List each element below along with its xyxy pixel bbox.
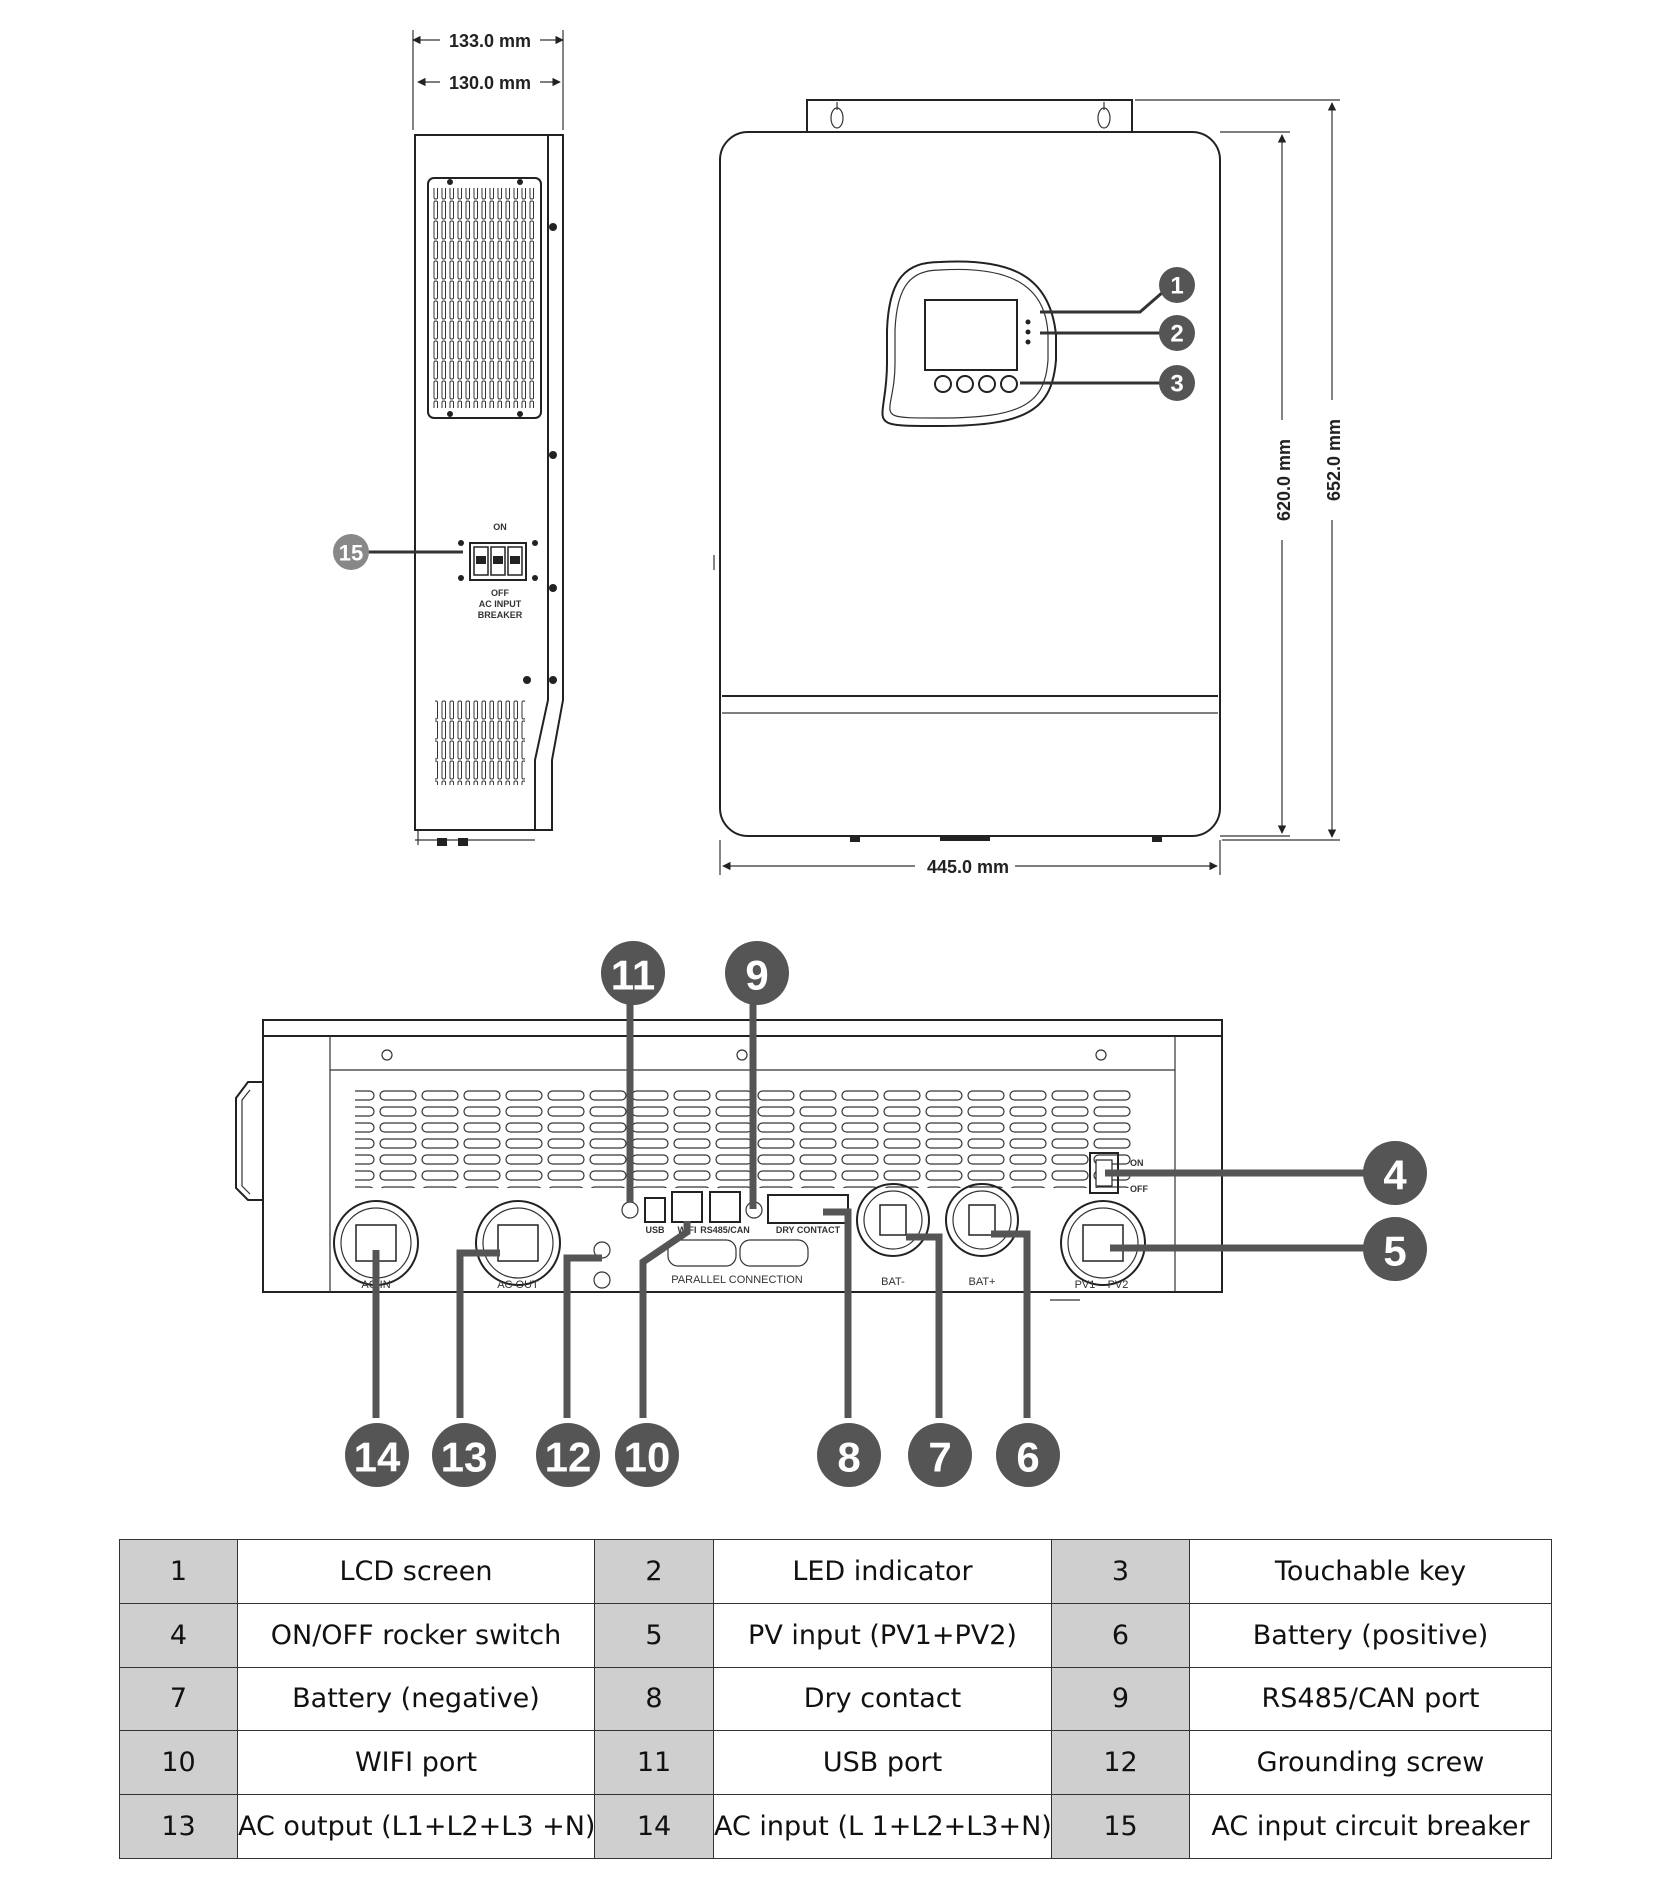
side-view: 133.0 mm 130.0 mm ON	[412, 28, 564, 846]
legend-number: 7	[119, 1666, 238, 1732]
legend-number: 6	[1051, 1602, 1190, 1668]
legend-label: Grounding screw	[1189, 1730, 1552, 1796]
legend-label: Dry contact	[713, 1666, 1052, 1732]
legend-number: 1	[119, 1539, 238, 1604]
legend-number: 3	[1051, 1539, 1190, 1604]
leader-lines	[352, 283, 1375, 1418]
legend-number: 15	[1051, 1794, 1190, 1859]
breaker-caption-line1: AC INPUT	[479, 599, 522, 609]
callout-3: 3	[1159, 365, 1195, 401]
svg-text:14: 14	[354, 1434, 401, 1481]
callout-15: 15	[333, 534, 369, 570]
legend-row: 13 AC output (L1+L2+L3 +N) 14 AC input (…	[119, 1794, 1552, 1859]
legend-row: 10 WIFI port 11 USB port 12 Grounding sc…	[119, 1730, 1552, 1796]
legend-label: AC input (L 1+L2+L3+N)	[713, 1794, 1052, 1859]
callout-5: 5	[1363, 1217, 1427, 1281]
breaker-on-label: ON	[493, 522, 507, 532]
svg-text:15: 15	[339, 541, 363, 566]
side-depth-inner-dimension: 130.0 mm	[449, 73, 531, 93]
callout-8: 8	[817, 1423, 881, 1487]
callout-12: 12	[536, 1423, 600, 1487]
svg-text:6: 6	[1016, 1434, 1039, 1481]
breaker-caption-line2: BREAKER	[478, 610, 523, 620]
body-height-dimension: 620.0 mm	[1274, 439, 1294, 521]
callout-4: 4	[1363, 1141, 1427, 1205]
legend-number: 12	[1051, 1730, 1190, 1796]
rs485-label: RS485/CAN	[700, 1225, 750, 1235]
svg-text:13: 13	[441, 1434, 488, 1481]
legend-label: LED indicator	[713, 1539, 1052, 1604]
svg-text:9: 9	[745, 952, 768, 999]
legend-row: 4 ON/OFF rocker switch 5 PV input (PV1+P…	[119, 1602, 1552, 1668]
legend-number: 13	[119, 1794, 238, 1859]
legend-label: WIFI port	[237, 1730, 595, 1796]
legend-label: PV input (PV1+PV2)	[713, 1602, 1052, 1668]
legend-label: Battery (positive)	[1189, 1602, 1552, 1668]
legend-number: 4	[119, 1602, 238, 1668]
dry-contact-label: DRY CONTACT	[776, 1225, 841, 1235]
switch-off-label: OFF	[1130, 1184, 1148, 1194]
svg-text:3: 3	[1170, 371, 1183, 398]
svg-text:8: 8	[837, 1434, 860, 1481]
callout-badges: 1 2 3 15 11 9 4 5 14 13 12 10 8 7 6	[333, 267, 1427, 1487]
width-dimension: 445.0 mm	[927, 857, 1009, 877]
callout-13: 13	[432, 1423, 496, 1487]
side-depth-outer-dimension: 133.0 mm	[449, 31, 531, 51]
legend-number: 5	[594, 1602, 714, 1668]
svg-text:11: 11	[611, 952, 655, 999]
svg-text:10: 10	[624, 1434, 671, 1481]
bat-pos-label: BAT+	[968, 1276, 995, 1288]
legend-number: 8	[594, 1666, 714, 1732]
callout-1: 1	[1159, 267, 1195, 303]
callout-7: 7	[908, 1423, 972, 1487]
pv1-label: PV1	[1075, 1279, 1096, 1291]
svg-text:4: 4	[1383, 1152, 1407, 1199]
legend-label: Touchable key	[1189, 1539, 1552, 1604]
parallel-connection-label: PARALLEL CONNECTION	[671, 1274, 802, 1286]
front-view: 620.0 mm 652.0 mm 445.0 mm	[713, 99, 1346, 878]
switch-on-label: ON	[1130, 1158, 1144, 1168]
legend-row: 1 LCD screen 2 LED indicator 3 Touchable…	[119, 1539, 1552, 1604]
total-height-dimension: 652.0 mm	[1324, 419, 1344, 501]
svg-text:5: 5	[1383, 1228, 1406, 1275]
legend-label: ON/OFF rocker switch	[237, 1602, 595, 1668]
legend-number: 2	[594, 1539, 714, 1604]
callout-9: 9	[725, 941, 789, 1005]
breaker-off-label: OFF	[491, 588, 509, 598]
callout-6: 6	[996, 1423, 1060, 1487]
legend-row: 7 Battery (negative) 8 Dry contact 9 RS4…	[119, 1666, 1552, 1732]
legend-number: 11	[594, 1730, 714, 1796]
bottom-view: ON OFF AC IN AC OUT USB WIFI RS485/CAN D…	[235, 1019, 1223, 1301]
pv2-label: PV2	[1108, 1279, 1129, 1291]
legend-number: 14	[594, 1794, 714, 1859]
legend-number: 9	[1051, 1666, 1190, 1732]
legend-table: 1 LCD screen 2 LED indicator 3 Touchable…	[119, 1539, 1552, 1859]
legend-label: USB port	[713, 1730, 1052, 1796]
legend-label: RS485/CAN port	[1189, 1666, 1552, 1732]
svg-text:2: 2	[1170, 321, 1183, 348]
svg-text:7: 7	[928, 1434, 951, 1481]
callout-2: 2	[1159, 315, 1195, 351]
usb-label: USB	[645, 1225, 665, 1235]
legend-number: 10	[119, 1730, 238, 1796]
svg-text:12: 12	[545, 1434, 592, 1481]
callout-14: 14	[345, 1423, 409, 1487]
ac-out-label: AC OUT	[497, 1279, 539, 1291]
svg-text:1: 1	[1170, 273, 1183, 300]
bat-neg-label: BAT-	[881, 1276, 905, 1288]
callout-11: 11	[601, 941, 665, 1005]
callout-10: 10	[615, 1423, 679, 1487]
legend-label: LCD screen	[237, 1539, 595, 1604]
legend-label: AC output (L1+L2+L3 +N)	[237, 1794, 595, 1859]
inverter-dimension-diagram: 133.0 mm 130.0 mm ON	[235, 28, 1427, 1487]
legend-label: AC input circuit breaker	[1189, 1794, 1552, 1859]
legend-label: Battery (negative)	[237, 1666, 595, 1732]
